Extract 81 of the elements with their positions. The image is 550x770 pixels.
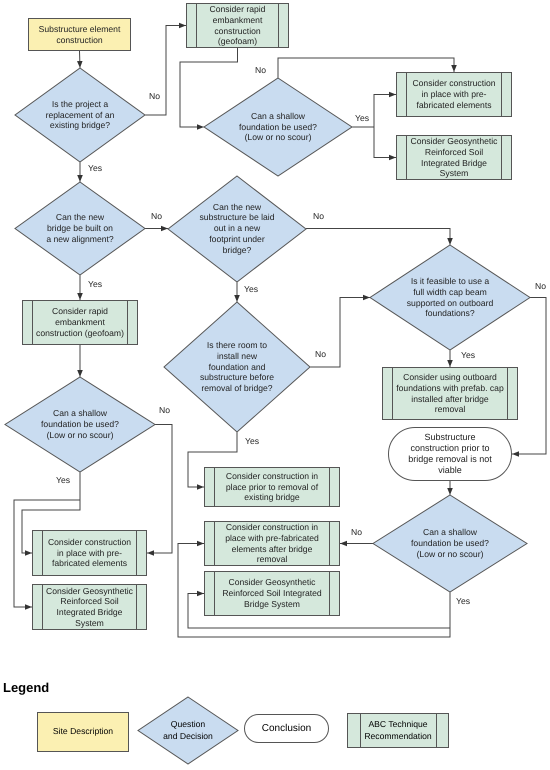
arrow	[512, 297, 546, 457]
question-text: Can a shallow foundation be used? (Low or no scour)	[238, 110, 318, 144]
question-text: Is it feasible to use a full width cap beam supported on outboard foundations?	[406, 276, 494, 319]
recommendation-box	[204, 571, 340, 616]
decision-diamond	[204, 78, 352, 176]
recommendation-box	[204, 467, 340, 507]
recommendation-box	[396, 72, 512, 117]
arrow	[77, 274, 83, 300]
legend-text: Question and Decision	[163, 719, 213, 742]
arrow	[278, 58, 457, 78]
recommendation-box	[22, 300, 138, 345]
edge-label: Yes	[455, 597, 472, 606]
arrow	[178, 540, 450, 638]
edge-label: No	[254, 66, 267, 76]
edge-label: No	[534, 282, 547, 292]
edge-label: No	[312, 212, 325, 222]
arrow	[180, 48, 238, 130]
arrow	[340, 540, 374, 546]
recommendation-box	[396, 135, 512, 180]
arrow	[352, 126, 396, 160]
question-text: Can a shallow foundation be used? (Low or no scour)	[40, 408, 120, 441]
decision-diamond	[168, 176, 306, 282]
edge-label: Yes	[243, 285, 260, 294]
node-text: Consider Geosynthetic Reinforced Soil Integrated Bridge System	[410, 136, 498, 179]
question-text: Can a shallow foundation be used? (Low or no scour)	[410, 527, 490, 560]
node-text: Consider construction in place with pre-fabricated elements	[411, 78, 497, 111]
arrow	[310, 294, 370, 368]
question-text: Is there room to install new foundation and substructure before removal of bridge?	[198, 340, 276, 394]
node-text: Consider rapid embankment construction (geofoam)	[36, 306, 124, 339]
node-text: Consider construction in place prior to removal of existing bridge	[224, 470, 320, 504]
node-text: Substructure construction prior to bridge removal is not viable	[407, 432, 493, 476]
arrow	[234, 281, 240, 302]
arrow	[188, 590, 450, 628]
decision-diamond	[15, 68, 145, 162]
arrow	[188, 432, 238, 490]
edge-label: No	[350, 528, 363, 538]
arrow	[77, 344, 83, 378]
legend-text: ABC Technique Recommendation	[363, 719, 433, 742]
decision-diamond	[5, 377, 155, 472]
legend-text: Site Description	[52, 726, 114, 738]
question-text: Can the new substructure be laid out in a new footprint under bridge?	[198, 202, 276, 256]
question-text: Is the project a replacement of an existing bridge?	[44, 98, 116, 132]
arrow	[14, 472, 80, 610]
question-text: Can the new bridge be built on a new alignment?	[45, 212, 115, 245]
node-text: Consider Geosynthetic Reinforced Soil Integrated Bridge System	[221, 577, 323, 610]
node-text: Consider Geosynthetic Reinforced Soil Integrated Bridge System	[46, 586, 133, 628]
recommendation-box	[186, 3, 289, 48]
edge-label: No	[150, 212, 163, 222]
node-text: Consider construction in place with pre-fabricated elements	[46, 536, 132, 570]
legend-text: Conclusion	[262, 722, 312, 735]
node-text: Consider rapid embankment construction (geofoam)	[208, 4, 266, 47]
conclusion-terminal	[388, 427, 512, 481]
arrow	[144, 226, 168, 232]
edge-label: No	[314, 350, 327, 360]
edge-label: Yes	[244, 437, 260, 446]
edge-label: Yes	[354, 114, 370, 124]
node-text: Consider construction in place with pre-fabricated elements after bridge removal	[224, 522, 320, 565]
arrow	[144, 22, 186, 116]
edge-label: Yes	[87, 280, 104, 290]
decision-diamond	[370, 245, 530, 350]
decision-diamond	[373, 495, 527, 592]
edge-label: Yes	[460, 351, 476, 360]
site-description-box	[28, 18, 131, 51]
node-text: Consider using outboard foundations with prefab. cap installed after bridge removal	[396, 372, 504, 415]
arrow	[146, 424, 172, 556]
arrow	[77, 50, 83, 68]
recommendation-box	[382, 367, 518, 420]
edge-label: Yes	[55, 476, 72, 486]
edge-label: No	[158, 406, 171, 416]
recommendation-box	[32, 530, 147, 576]
recommendation-box	[204, 521, 340, 566]
arrow	[77, 162, 83, 182]
edge-label: No	[148, 92, 161, 102]
node-text: Substructure element construction	[38, 24, 122, 46]
recommendation-box	[32, 584, 147, 630]
arrow	[447, 480, 453, 496]
edge-label: Yes	[87, 164, 104, 174]
legend-heading: Legend	[3, 680, 50, 695]
arrow	[447, 350, 453, 368]
decision-diamond	[15, 182, 145, 275]
arrow	[306, 228, 453, 246]
